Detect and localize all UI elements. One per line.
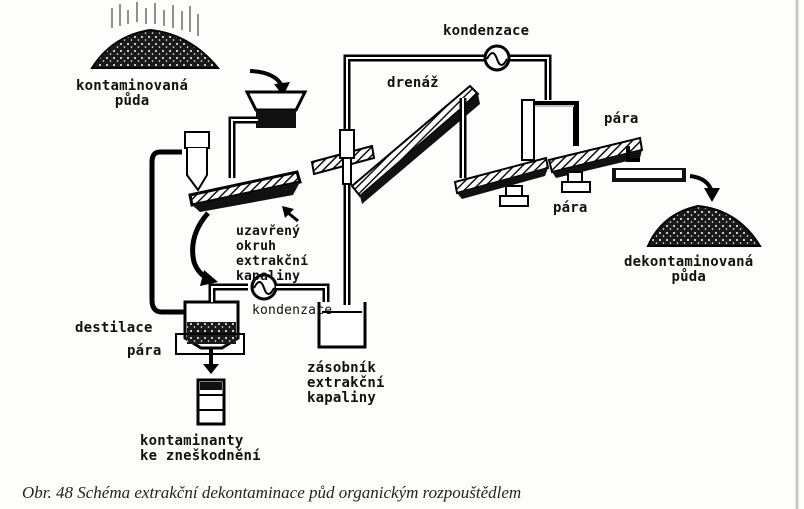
vapour-pipe	[208, 283, 248, 302]
distillation-unit	[175, 300, 245, 374]
label-condensation-top: kondenzace	[443, 23, 530, 39]
label-steam-mid: pára	[553, 200, 588, 216]
label-steam-top: pára	[604, 111, 639, 127]
decontaminated-soil-pile	[646, 204, 762, 247]
contaminated-soil-pile	[90, 2, 221, 69]
label-decontaminated-soil: dekontaminovaná půda	[624, 254, 754, 285]
label-contaminants: kontaminanty ke zneškodnění	[140, 433, 261, 464]
label-steam-left: pára	[127, 343, 162, 359]
extractor-conveyor	[188, 170, 302, 212]
label-contaminated-soil: kontaminovaná půda	[76, 78, 189, 109]
loop-circulation-arrowhead	[200, 270, 218, 286]
solvent-reservoir	[317, 302, 367, 349]
figure-caption: Obr. 48 Schéma extrakční dekontaminace p…	[22, 483, 522, 502]
feed-silo	[184, 131, 210, 192]
label-distillation: destilace	[75, 320, 153, 336]
discharge-arrowhead	[704, 188, 720, 202]
loop-pipe-left	[149, 149, 186, 315]
condenser-top	[483, 44, 511, 72]
small-return-arrowhead	[282, 206, 294, 218]
drying-conveyor-1	[453, 98, 550, 207]
loop-circulation-arrow	[190, 211, 212, 283]
label-drainage: drenáž	[387, 75, 439, 91]
label-closed-loop: uzavřený okruh extrakční kapaliny	[236, 224, 309, 284]
label-reservoir: zásobník extrakční kapaliny	[307, 360, 385, 406]
drying-conveyor-2	[547, 136, 686, 193]
steam-column	[521, 99, 579, 161]
contaminant-container	[196, 378, 226, 426]
label-condensation-bottom: kondenzace	[252, 303, 333, 318]
washing-conveyor	[310, 84, 480, 204]
feed-hopper	[228, 90, 308, 178]
feed-arrowhead	[274, 82, 290, 96]
